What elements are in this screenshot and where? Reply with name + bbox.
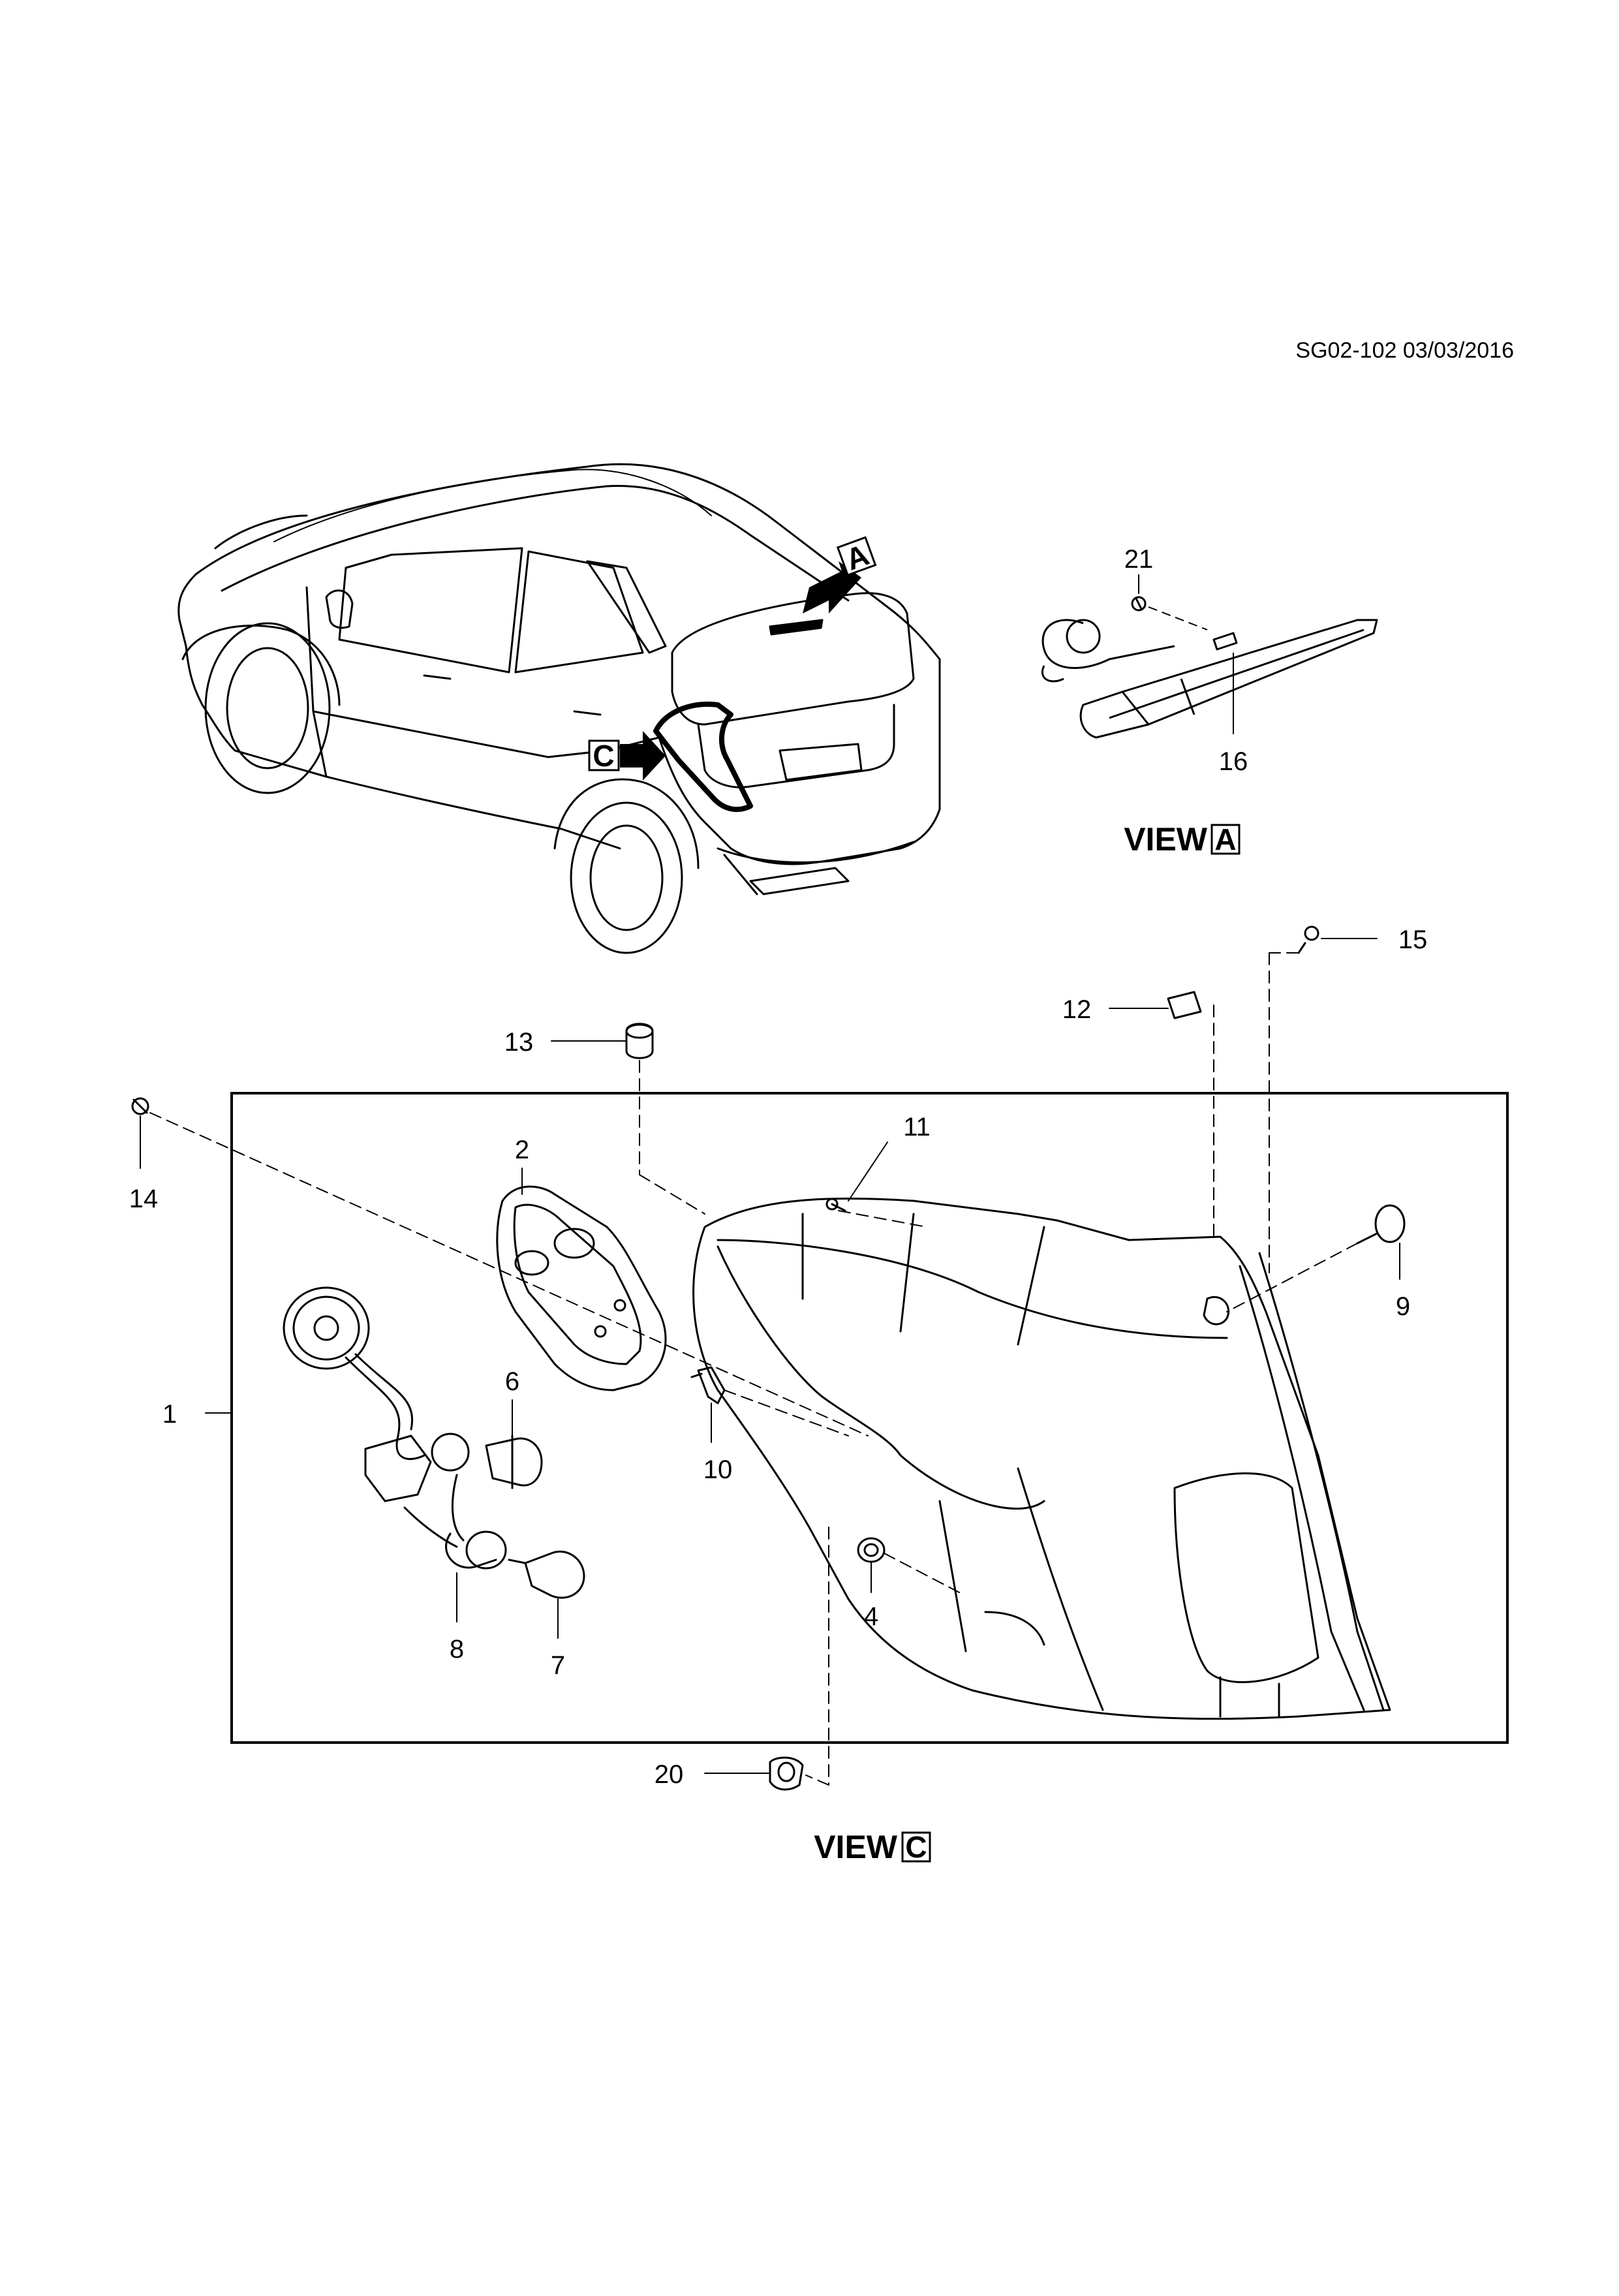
callout-4: 4 [864,1602,878,1631]
car-overview-illustration [177,463,941,954]
callout-2: 2 [515,1136,529,1164]
callout-15: 15 [1398,925,1428,954]
view-c-arrow: C [588,731,666,781]
callout-8: 8 [450,1635,464,1664]
view-a-letter: A [1214,822,1236,856]
assembly-frame [230,1092,1509,1744]
callout-9: 9 [1396,1292,1410,1321]
view-c-title: VIEW [814,1829,898,1865]
callout-20: 20 [655,1760,684,1789]
view-a-caption: VIEW A [1124,821,1241,858]
callout-10: 10 [703,1455,733,1484]
callout-7: 7 [551,1651,565,1680]
view-a-title: VIEW [1124,821,1208,858]
view-c-detail [131,925,1406,1791]
callout-13: 13 [504,1028,534,1057]
callout-6: 6 [505,1367,519,1396]
callout-16: 16 [1219,747,1248,776]
callout-11: 11 [903,1113,931,1141]
view-c-caption: VIEW C [814,1829,931,1865]
callout-21: 21 [1124,545,1154,574]
view-c-arrow-label: C [593,739,614,773]
callout-14: 14 [129,1185,159,1213]
view-a-detail [1041,574,1378,739]
diagram-code: SG02-102 03/03/2016 [1295,338,1514,363]
view-a-arrow: A [803,536,877,613]
callout-12: 12 [1062,995,1092,1024]
callout-1: 1 [162,1400,177,1429]
view-c-letter: C [905,1830,927,1864]
